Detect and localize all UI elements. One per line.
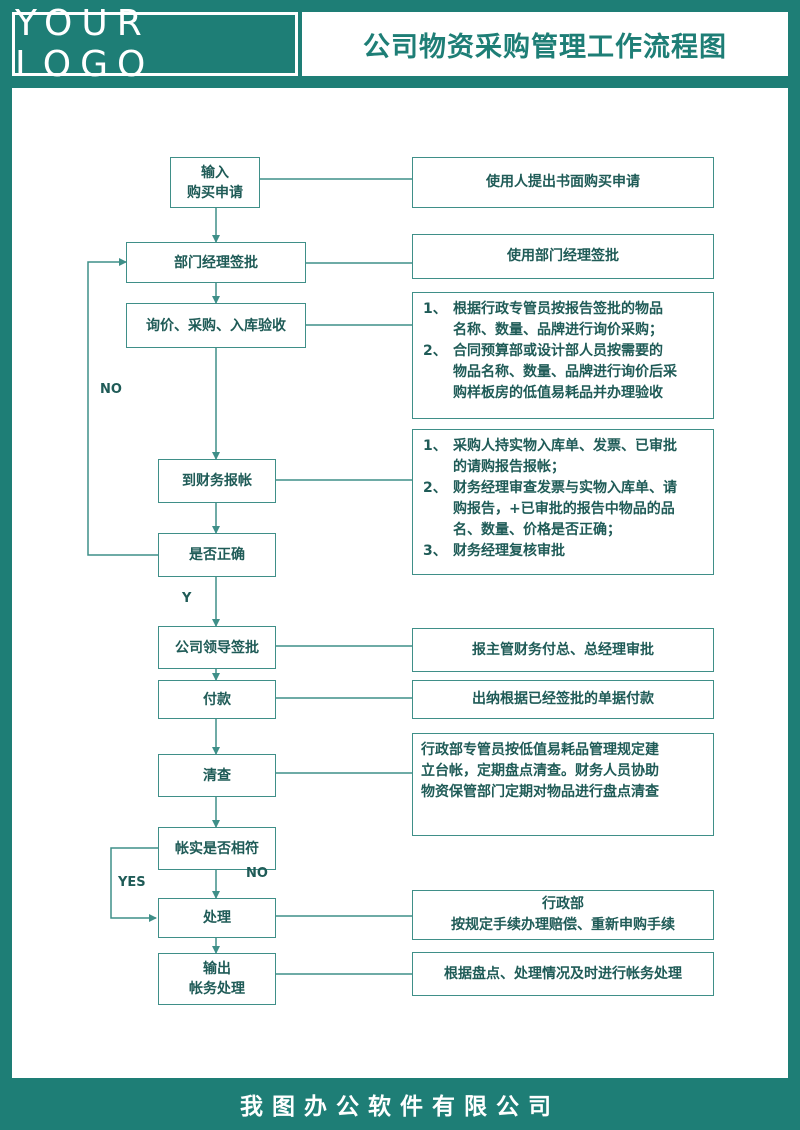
- step-inventory-check: 清查: [158, 754, 276, 797]
- step-output-accounting: 输出 帐务处理: [158, 953, 276, 1005]
- step-inventory-check-label: 清查: [203, 767, 231, 784]
- step-account-match-label: 帐实是否相符: [175, 840, 259, 857]
- label-no-loop: NO: [100, 382, 122, 397]
- note-finance-item-text: 购报告，+已审批的报告中物品的品: [453, 501, 675, 517]
- note-request: 使用人提出书面购买申请: [412, 157, 714, 208]
- step-dept-manager-approve: 部门经理签批: [126, 242, 306, 283]
- step-check-correct-label: 是否正确: [189, 547, 245, 563]
- note-inquiry-item-text: 名称、数量、品牌进行询价采购；: [453, 322, 663, 338]
- step-payment-label: 付款: [203, 691, 231, 708]
- note-dept-approve: 使用部门经理签批: [412, 234, 714, 279]
- label-yes-match: YES: [118, 875, 146, 890]
- note-finance-item-text: 名、数量、价格是否正确；: [453, 522, 621, 538]
- step-leader-approve: 公司领导签批: [158, 626, 276, 669]
- note-inquiry-item: 1、 根据行政专管员按报告签批的物品: [423, 299, 703, 320]
- step-input-request: 输入 购买申请: [170, 157, 260, 208]
- note-finance-item-num: 2、: [423, 480, 447, 496]
- note-payment: 出纳根据已经签批的单据付款: [412, 680, 714, 719]
- note-finance-item: 3、 财务经理复核审批: [423, 541, 703, 562]
- step-handle-label: 处理: [203, 910, 231, 926]
- note-inquiry-item: 2、 合同预算部或设计部人员按需要的: [423, 341, 703, 362]
- step-output-accounting-line2: 帐务处理: [189, 981, 245, 997]
- loop-yes-bypass: [110, 847, 158, 922]
- step-leader-approve-label: 公司领导签批: [175, 639, 259, 656]
- step-finance-reimburse: 到财务报帐: [158, 459, 276, 503]
- step-check-correct: 是否正确: [158, 533, 276, 577]
- note-finance-item: 2、 财务经理审查发票与实物入库单、请: [423, 478, 703, 499]
- note-finance-item-text: 采购人持实物入库单、发票、已审批: [453, 438, 677, 454]
- note-inquiry-item-num: 1、: [423, 301, 447, 317]
- step-handle: 处理: [158, 898, 276, 938]
- step-inquiry-purchase-receive-label: 询价、采购、入库验收: [146, 317, 286, 334]
- note-dept-approve-text: 使用部门经理签批: [507, 248, 619, 264]
- note-handle: 行政部 按规定手续办理赔偿、重新申购手续: [412, 890, 714, 940]
- note-accounting: 根据盘点、处理情况及时进行帐务处理: [412, 952, 714, 996]
- note-leader-approve-text: 报主管财务付总、总经理审批: [472, 641, 654, 658]
- note-inquiry: 1、 根据行政专管员按报告签批的物品 名称、数量、品牌进行询价采购； 2、 合同…: [412, 292, 714, 419]
- note-inquiry-item-num: 2、: [423, 343, 447, 359]
- note-finance-item-text: 的请购报告报帐；: [453, 459, 565, 475]
- step-finance-reimburse-label: 到财务报帐: [182, 473, 252, 489]
- step-inquiry-purchase-receive: 询价、采购、入库验收: [126, 303, 306, 348]
- note-finance-item: 1、 采购人持实物入库单、发票、已审批: [423, 436, 703, 457]
- note-inventory: 行政部专管员按低值易耗品管理规定建 立台帐，定期盘点清查。财务人员协助 物资保管…: [412, 733, 714, 836]
- note-handle-line2: 按规定手续办理赔偿、重新申购手续: [451, 917, 675, 933]
- header-band: YOUR LOGO 公司物资采购管理工作流程图: [0, 0, 800, 88]
- note-finance: 1、 采购人持实物入库单、发票、已审批 的请购报告报帐； 2、 财务经理审查发票…: [412, 429, 714, 575]
- step-input-request-line1: 输入: [201, 164, 229, 181]
- note-accounting-text: 根据盘点、处理情况及时进行帐务处理: [444, 965, 682, 982]
- note-inquiry-item-text: 根据行政专管员按报告签批的物品: [453, 301, 663, 317]
- page-title: 公司物资采购管理工作流程图: [302, 12, 788, 76]
- note-handle-line1: 行政部: [542, 896, 584, 912]
- footer-company: 我图办公软件有限公司: [0, 1078, 800, 1130]
- note-inventory-line: 立台帐，定期盘点清查。财务人员协助: [421, 763, 659, 779]
- note-finance-item-num: 1、: [423, 438, 447, 454]
- step-dept-manager-approve-label: 部门经理签批: [174, 254, 258, 271]
- note-request-text: 使用人提出书面购买申请: [486, 174, 640, 190]
- note-payment-text: 出纳根据已经签批的单据付款: [472, 691, 654, 707]
- label-yes-correct: Y: [182, 591, 192, 606]
- note-inventory-line: 行政部专管员按低值易耗品管理规定建: [421, 742, 659, 758]
- note-inventory-line: 物资保管部门定期对物品进行盘点清查: [421, 784, 659, 800]
- note-inquiry-item-text: 合同预算部或设计部人员按需要的: [453, 343, 663, 359]
- step-payment: 付款: [158, 680, 276, 719]
- note-finance-item-text: 财务经理复核审批: [453, 543, 565, 559]
- note-leader-approve: 报主管财务付总、总经理审批: [412, 628, 714, 672]
- note-inquiry-item-text: 购样板房的低值易耗品并办理验收: [453, 385, 663, 401]
- loop-no-back: [87, 258, 158, 556]
- step-account-match: 帐实是否相符: [158, 827, 276, 870]
- note-inquiry-item-text: 物品名称、数量、品牌进行询价后采: [453, 364, 677, 380]
- note-finance-item-text: 财务经理审查发票与实物入库单、请: [453, 480, 677, 496]
- label-no-match: NO: [246, 866, 268, 881]
- step-input-request-line2: 购买申请: [187, 184, 243, 201]
- note-finance-item-num: 3、: [423, 543, 447, 559]
- step-output-accounting-line1: 输出: [203, 961, 231, 977]
